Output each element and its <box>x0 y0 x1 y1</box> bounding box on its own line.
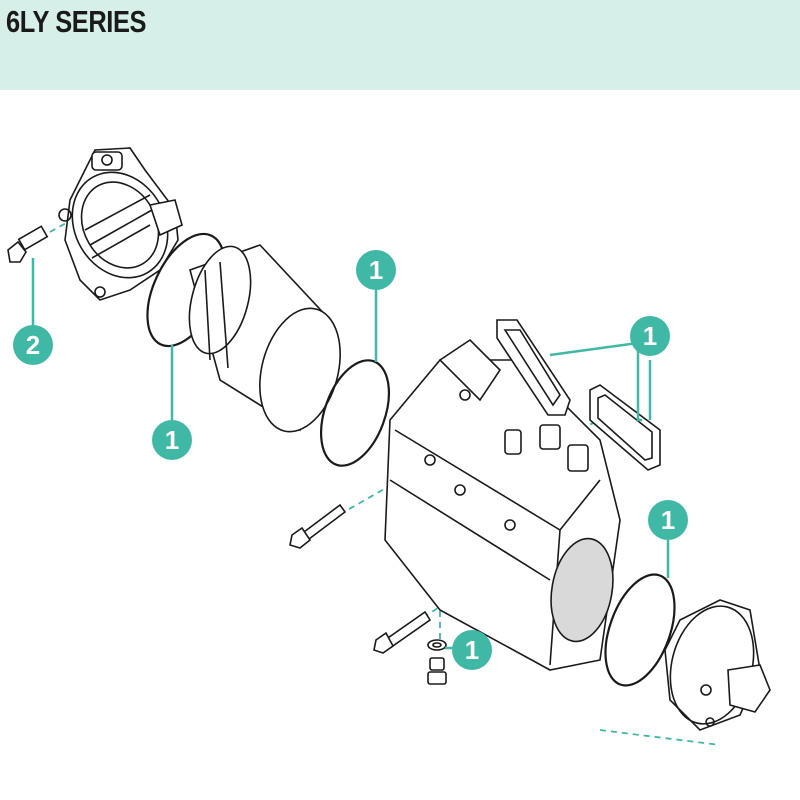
bolt-left <box>7 225 49 263</box>
svg-text:1: 1 <box>369 255 383 285</box>
callout-ring-cylinder: 1 <box>356 250 396 290</box>
callout-gaskets: 1 <box>630 316 670 356</box>
bolt-lower <box>373 610 432 654</box>
header-band: 6LY SERIES <box>0 0 800 90</box>
callout-ring-water-pump: 1 <box>152 420 192 460</box>
callout-bolt-cover: 2 <box>13 325 53 365</box>
engine-block <box>384 338 621 671</box>
bolt-upper <box>289 503 347 549</box>
assembly-guide-lines <box>49 221 721 746</box>
washer-and-bolt <box>427 639 447 685</box>
filter-cylinder <box>188 244 341 433</box>
page-title: 6LY SERIES <box>6 4 147 39</box>
svg-text:1: 1 <box>643 321 657 351</box>
o-ring-cylinder <box>320 359 390 467</box>
end-cover <box>664 599 771 731</box>
svg-text:1: 1 <box>165 425 179 455</box>
svg-text:1: 1 <box>465 635 479 665</box>
svg-text:2: 2 <box>26 330 40 360</box>
o-ring-end-cover <box>604 573 676 687</box>
gasket-plates <box>496 319 661 471</box>
callout-washer: 1 <box>452 630 492 670</box>
svg-text:1: 1 <box>661 505 675 535</box>
callout-ring-end-cover: 1 <box>648 500 688 540</box>
pump-cover-housing <box>58 147 183 301</box>
